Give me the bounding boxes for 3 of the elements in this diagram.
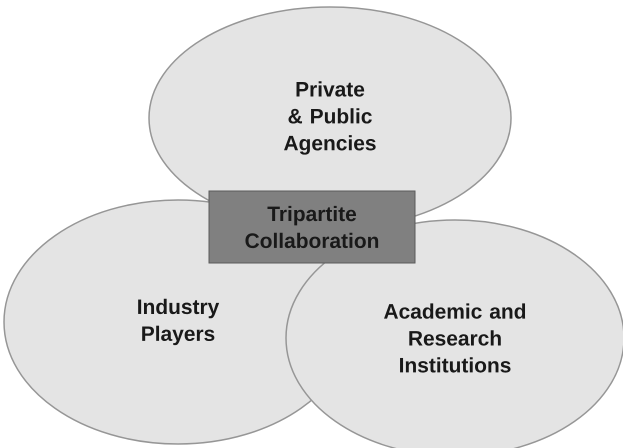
node-label: Academic and Research Institutions xyxy=(384,303,526,373)
node-label: Industry Players xyxy=(138,298,220,346)
label-box: Tripartite Collaboration xyxy=(208,190,416,264)
